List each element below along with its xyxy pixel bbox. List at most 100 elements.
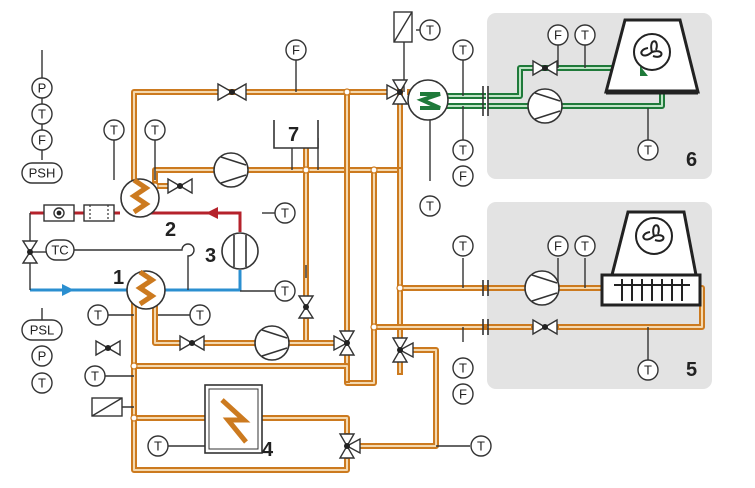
svg-text:T: T bbox=[426, 199, 434, 214]
sensor-F-green-return: F bbox=[452, 165, 474, 187]
sensor-T-evaporator-out: T bbox=[189, 304, 211, 326]
svg-text:T: T bbox=[426, 23, 434, 38]
svg-text:T: T bbox=[151, 123, 159, 138]
flow-arrow-red bbox=[206, 207, 218, 219]
svg-text:F: F bbox=[554, 239, 562, 254]
label-consumer-5: 5 bbox=[686, 359, 697, 381]
label-compressor: 3 bbox=[205, 245, 216, 267]
svg-text:T: T bbox=[581, 28, 589, 43]
sensor-T-hx6: T bbox=[419, 195, 441, 217]
sensor-T-consumer6-return: T bbox=[637, 139, 659, 161]
svg-text:T: T bbox=[477, 439, 485, 454]
sensor-F-top: F bbox=[285, 39, 307, 61]
label-consumer-6: 6 bbox=[686, 149, 697, 171]
sensor-F-consumer5-return: F bbox=[452, 383, 474, 405]
condenser-heat-exchanger bbox=[120, 177, 160, 218]
sensor-T-heater: T bbox=[147, 435, 169, 457]
three-way-valve-bottom[interactable] bbox=[338, 433, 361, 459]
pump-compressor[interactable] bbox=[221, 232, 259, 270]
sensor-T-bottom-right: T bbox=[470, 435, 492, 457]
tank bbox=[273, 120, 319, 149]
sensor-F-top-left: F bbox=[31, 129, 53, 151]
svg-text:F: F bbox=[459, 169, 467, 184]
pump-condenser-circuit[interactable] bbox=[213, 152, 249, 188]
svg-text:T: T bbox=[459, 43, 467, 58]
svg-text:T: T bbox=[459, 239, 467, 254]
sensor-T-consumer5: T bbox=[574, 235, 596, 257]
actuator-bottom bbox=[91, 397, 123, 417]
svg-text:F: F bbox=[38, 133, 46, 148]
fan-coil-unit-6 bbox=[604, 18, 700, 95]
svg-text:T: T bbox=[94, 308, 102, 323]
svg-text:T: T bbox=[644, 143, 652, 158]
svg-text:T: T bbox=[196, 308, 204, 323]
actuator-top bbox=[393, 11, 413, 43]
pressure-switch-high: PSH bbox=[21, 162, 63, 184]
sensor-T-consumer6: T bbox=[574, 24, 596, 46]
svg-text:PSH: PSH bbox=[29, 166, 56, 181]
pressure-switch-low: PSL bbox=[21, 319, 63, 341]
cold-refrigerant-line bbox=[30, 270, 242, 292]
valve-vertical[interactable] bbox=[297, 295, 315, 319]
three-way-valve-mid[interactable] bbox=[333, 330, 356, 356]
sensor-T-consumer5-supply: T bbox=[452, 235, 474, 257]
valve-evaporator-out[interactable] bbox=[179, 334, 205, 352]
svg-text:F: F bbox=[554, 28, 562, 43]
sensor-P-top-left: P bbox=[31, 77, 53, 99]
svg-text:T: T bbox=[459, 361, 467, 376]
svg-text:T: T bbox=[644, 363, 652, 378]
sensor-T-green-return: T bbox=[452, 139, 474, 161]
label-evaporator: 1 bbox=[113, 267, 124, 289]
pipe-junctions bbox=[130, 88, 404, 422]
svg-text:T: T bbox=[459, 143, 467, 158]
valve-condenser[interactable] bbox=[167, 177, 193, 195]
svg-text:T: T bbox=[581, 239, 589, 254]
sensor-T-hot-gas: T bbox=[274, 202, 296, 224]
sensor-T-consumer5-return: T bbox=[452, 357, 474, 379]
valve-top[interactable] bbox=[217, 82, 247, 102]
svg-text:T: T bbox=[91, 369, 99, 384]
temperature-controller: TC bbox=[45, 239, 75, 261]
svg-text:P: P bbox=[38, 349, 47, 364]
svg-text:T: T bbox=[110, 123, 118, 138]
valve-green[interactable] bbox=[532, 59, 558, 77]
sensor-T-top-left: T bbox=[31, 103, 53, 125]
flow-arrow-blue bbox=[62, 284, 74, 296]
filter-drier bbox=[83, 204, 115, 222]
svg-text:P: P bbox=[38, 81, 47, 96]
label-tank: 7 bbox=[288, 124, 299, 146]
valve-consumer-5[interactable] bbox=[532, 318, 558, 336]
expansion-valve[interactable] bbox=[21, 240, 46, 264]
sensor-T-evaporator-in: T bbox=[87, 304, 109, 326]
three-way-valve-top[interactable] bbox=[386, 79, 409, 105]
electric-heater bbox=[204, 384, 263, 454]
sensor-F-consumer5: F bbox=[547, 235, 569, 257]
valve-left[interactable] bbox=[95, 339, 121, 357]
pump-green[interactable] bbox=[527, 88, 563, 124]
label-heater: 4 bbox=[262, 439, 274, 461]
sensor-T-top-actuator: T bbox=[419, 19, 441, 41]
pump-consumer-5[interactable] bbox=[524, 270, 560, 306]
pump-evaporator-circuit[interactable] bbox=[254, 325, 290, 361]
sight-glass bbox=[43, 204, 75, 222]
svg-text:PSL: PSL bbox=[30, 323, 55, 338]
flanges bbox=[482, 86, 489, 335]
sensor-T-left-mid: T bbox=[84, 365, 106, 387]
svg-text:F: F bbox=[459, 387, 467, 402]
svg-text:T: T bbox=[38, 107, 46, 122]
sensor-T-condenser-in: T bbox=[103, 119, 125, 141]
svg-text:TC: TC bbox=[51, 243, 68, 258]
sensor-T-bottom-left: T bbox=[31, 372, 53, 394]
air-handler-5 bbox=[600, 210, 702, 307]
svg-text:T: T bbox=[38, 376, 46, 391]
svg-text:T: T bbox=[281, 284, 289, 299]
green-heat-exchanger bbox=[407, 79, 449, 121]
sensor-F-consumer6: F bbox=[547, 24, 569, 46]
sensor-T-condenser-out: T bbox=[144, 119, 166, 141]
svg-text:T: T bbox=[154, 439, 162, 454]
label-condenser: 2 bbox=[165, 219, 176, 241]
sensor-T-consumer5-outlet: T bbox=[637, 359, 659, 381]
evaporator-heat-exchanger bbox=[126, 269, 166, 310]
three-way-valve-right[interactable] bbox=[391, 337, 414, 363]
